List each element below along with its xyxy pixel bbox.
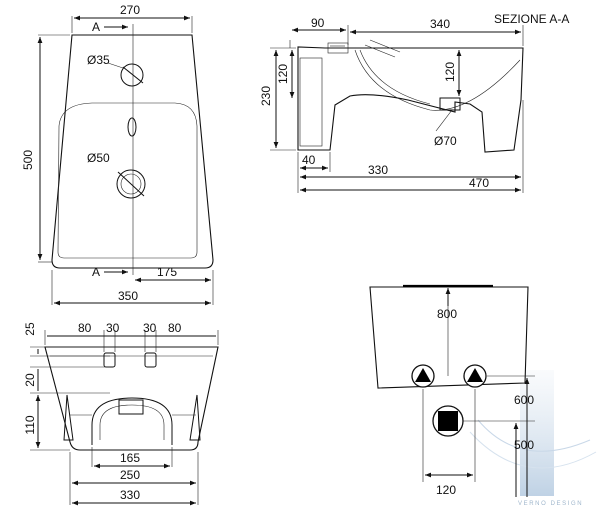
- dim-bottom-width: 350: [118, 289, 138, 303]
- section-title: SEZIONE A-A: [494, 12, 569, 26]
- dim-bottom-25: 25: [23, 322, 37, 336]
- dim-bottom-80-left: 80: [78, 321, 92, 335]
- dim-bottom-30-left: 30: [106, 321, 120, 335]
- drain-hole-label: Ø50: [87, 151, 110, 165]
- section-basin-outline: [297, 46, 524, 153]
- installation-view: VERNO DESIGN 800 600 500: [369, 284, 597, 507]
- dim-section-left-120: 120: [276, 64, 290, 84]
- dim-half-width: 175: [157, 265, 177, 279]
- overflow-slot: [127, 117, 137, 137]
- dim-bottom-20: 20: [23, 373, 37, 387]
- dim-section-90: 90: [311, 16, 325, 30]
- dim-bottom-30-right: 30: [143, 321, 157, 335]
- tap-connection-left: [411, 364, 435, 388]
- tap-hole: [120, 63, 144, 87]
- section-marker-top: A: [92, 20, 100, 34]
- dim-bottom-330: 330: [120, 488, 140, 502]
- dim-section-230: 230: [259, 86, 273, 106]
- dim-section-40: 40: [302, 153, 316, 167]
- section-view: SEZIONE A-A 90 340 120 230 120: [259, 12, 569, 193]
- dim-bottom-250: 250: [120, 468, 140, 482]
- dim-install-500: 500: [514, 438, 534, 452]
- dim-section-right-120: 120: [443, 62, 457, 82]
- dim-section-330: 330: [368, 163, 388, 177]
- front-basin-outline: [51, 34, 214, 269]
- bottom-view: 80 30 30 80 25 20 110 165 250 330: [23, 321, 219, 506]
- watermark-text: VERNO DESIGN: [518, 501, 583, 507]
- dim-install-600: 600: [514, 393, 534, 407]
- dim-bottom-165: 165: [120, 451, 140, 465]
- section-drain-label: Ø70: [434, 134, 457, 148]
- watermark-band: [520, 370, 554, 496]
- dim-bottom-80-right: 80: [168, 321, 182, 335]
- section-marker-bottom: A: [92, 265, 100, 279]
- front-view: A A 270 500 175 350 Ø35 Ø50: [21, 3, 214, 306]
- drain-connection: [432, 405, 464, 437]
- dim-height: 500: [21, 150, 35, 170]
- dim-install-120: 120: [436, 483, 456, 497]
- dim-install-800: 800: [437, 307, 457, 321]
- installation-basin-outline: [369, 286, 529, 389]
- front-bowl-outline: [57, 102, 198, 259]
- dim-section-470: 470: [469, 176, 489, 190]
- dim-section-340: 340: [430, 17, 450, 31]
- dim-top-width: 270: [120, 3, 140, 17]
- tap-connection-right: [463, 364, 487, 388]
- dim-bottom-110: 110: [23, 415, 37, 434]
- tap-hole-label: Ø35: [87, 53, 110, 67]
- drain-hole: [116, 169, 146, 199]
